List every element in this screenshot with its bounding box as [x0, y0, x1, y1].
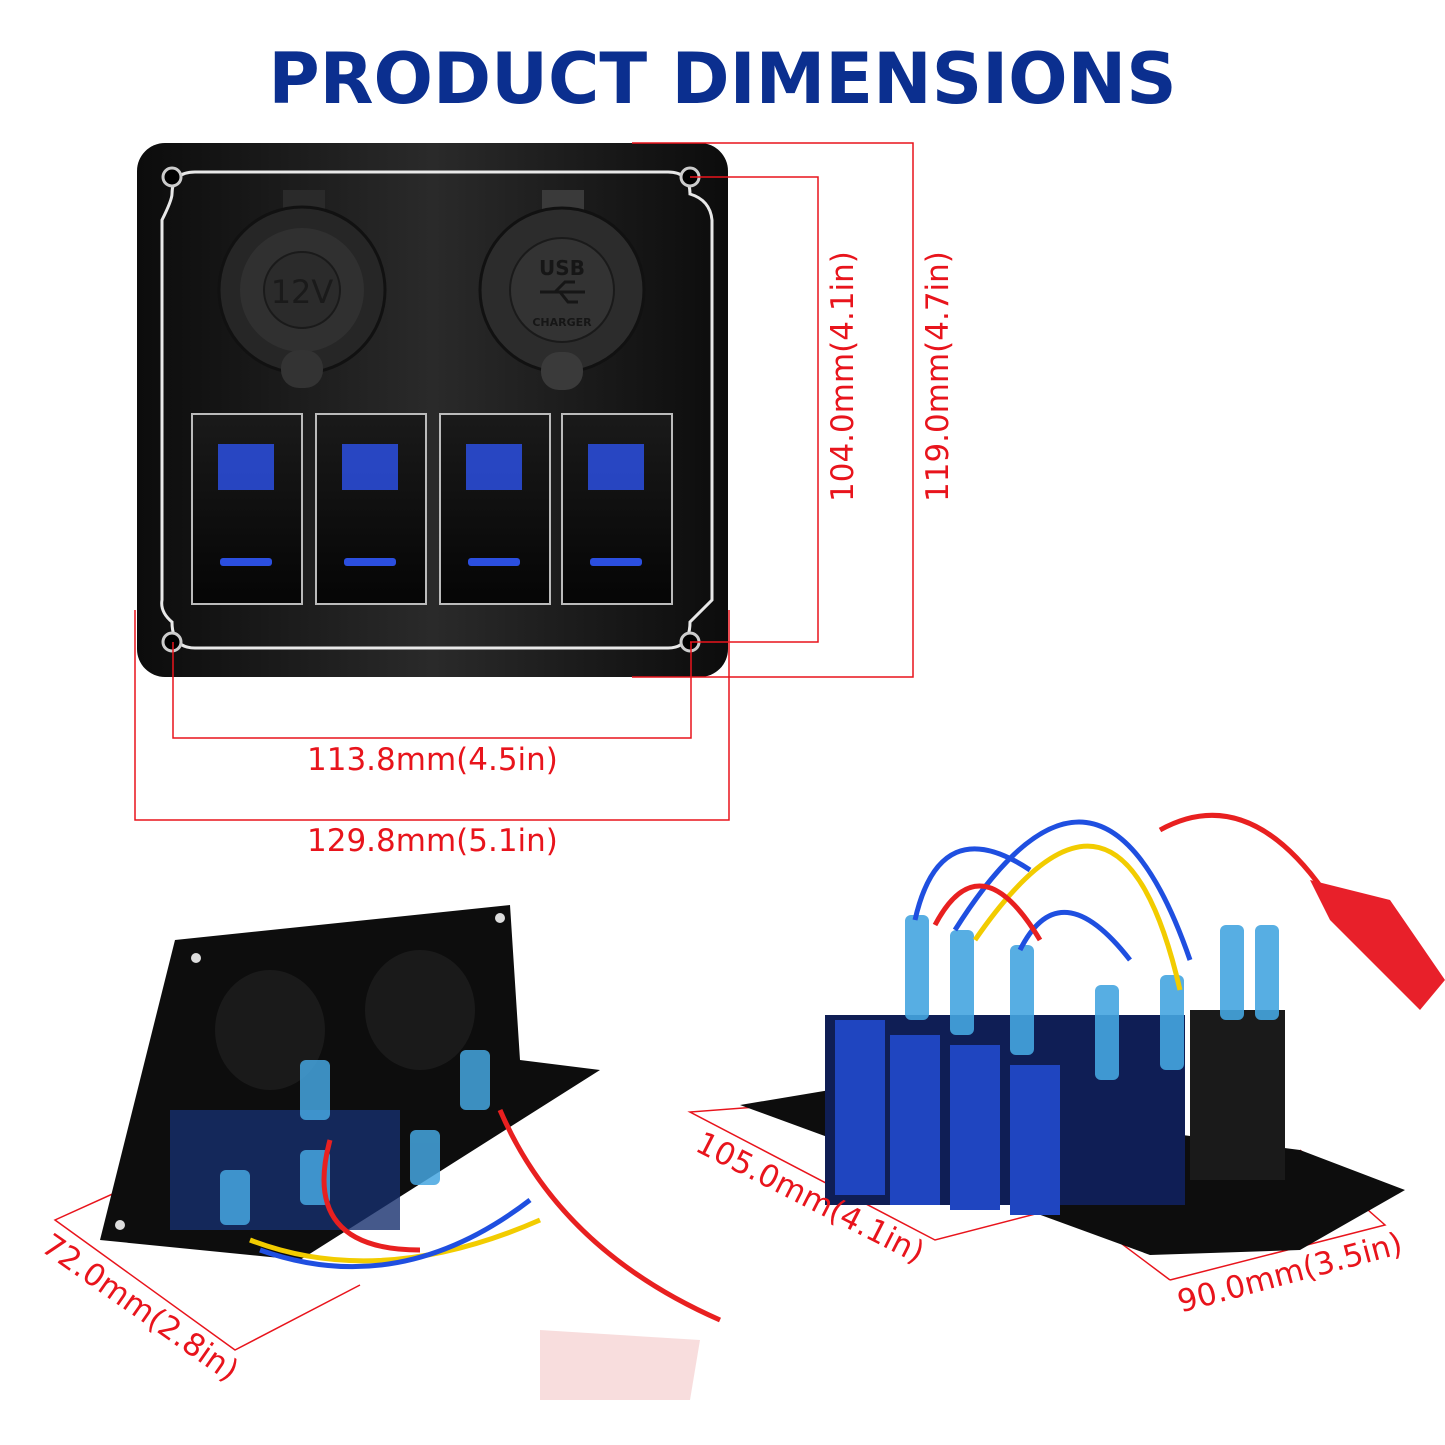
- rocker-switch: [191, 413, 303, 605]
- hole-width-label: 113.8mm(4.5in): [307, 742, 558, 778]
- panel-height-label: 119.0mm(4.7in): [920, 251, 956, 502]
- panel-width-label: 129.8mm(5.1in): [307, 823, 558, 859]
- rocker-switches: [191, 413, 673, 605]
- rear-view-panel: [100, 905, 722, 1400]
- socket-12v-label: 12V: [271, 273, 334, 311]
- hole-height-label: 104.0mm(4.1in): [825, 251, 861, 502]
- usb-icon: USB CHARGER: [478, 190, 646, 390]
- rocker-switch: [315, 413, 427, 605]
- side-view-panel: [740, 812, 1445, 1255]
- front-panel: 12V USB CHARGER: [137, 143, 728, 677]
- page-title: PRODUCT DIMENSIONS: [268, 38, 1177, 120]
- rocker-switch: [439, 413, 551, 605]
- cigarette-lighter-socket-icon: 12V: [217, 190, 387, 388]
- rocker-switch: [561, 413, 673, 605]
- usb-label: USB: [539, 256, 585, 280]
- charger-label: CHARGER: [532, 316, 592, 329]
